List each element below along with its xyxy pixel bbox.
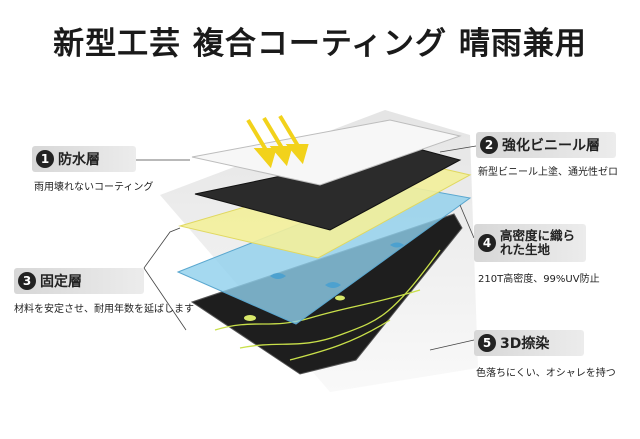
leader-line-2 [439,145,477,153]
layer-title: 高密度に織られた生地 [500,228,576,257]
layer-desc-4: 210T高密度、99%UV防止 [478,274,600,285]
leader-line-3b [143,267,187,331]
layer-title: 強化ビニール層 [502,138,600,154]
leader-line-5 [429,339,475,351]
layer-label-3: 3 固定層 [14,268,144,294]
number-badge: 3 [18,272,36,290]
layer-label-1: 1 防水層 [32,146,136,172]
layer-title: 防水層 [58,152,100,168]
layer-title: 3D捺染 [500,336,550,352]
layer-title: 固定層 [40,274,82,290]
number-badge: 1 [36,150,54,168]
page-title: 新型工芸 複合コーティング 晴雨兼用 [53,26,587,62]
leader-line-3 [143,227,181,269]
number-badge: 4 [478,234,496,252]
number-badge: 5 [478,334,496,352]
waterproof-layer [191,119,462,186]
layer-desc-2: 新型ビニール上塗、通光性ゼロ [478,167,618,178]
layer-label-4: 4 高密度に織られた生地 [474,224,586,262]
layer-desc-5: 色落ちにくい、オシャレを持つ [476,368,616,379]
layer-desc-1: 雨用壊れないコーティング [34,182,154,193]
sun-arrows-icon [246,114,309,169]
layer-label-5: 5 3D捺染 [474,330,584,356]
leader-line-4 [459,204,475,239]
number-badge: 2 [480,136,498,154]
layer-label-2: 2 強化ビニール層 [476,132,616,158]
layer-desc-3: 材料を安定させ、耐用年数を延ばします [14,304,194,315]
